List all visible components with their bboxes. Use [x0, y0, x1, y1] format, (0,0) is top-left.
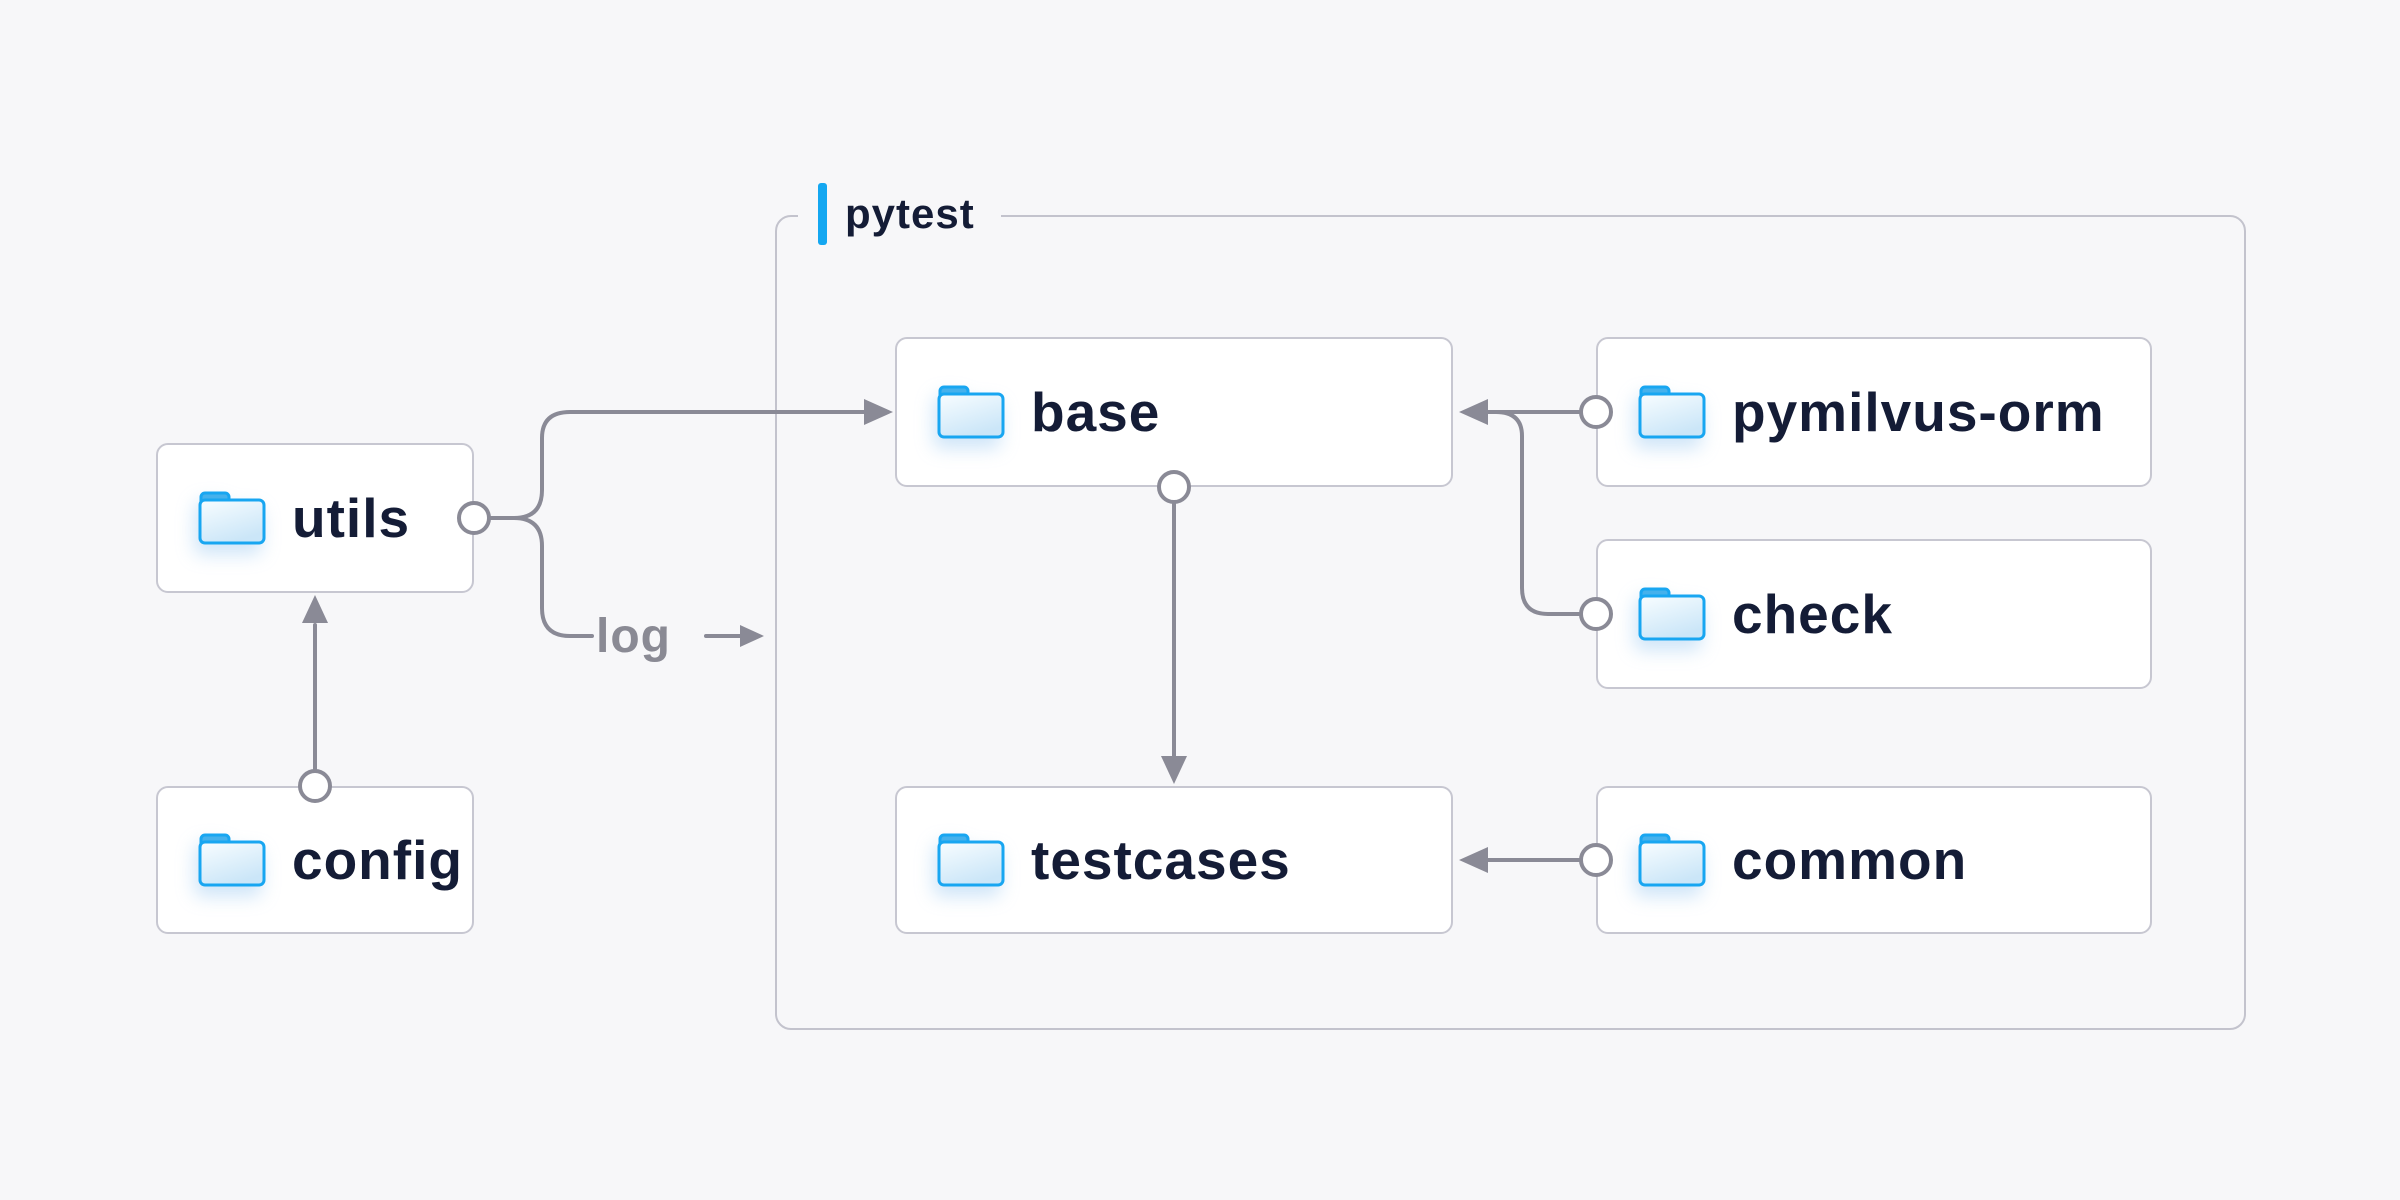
edge-line [512, 516, 594, 638]
folder-node-common: common [1596, 786, 2152, 934]
node-label-utils: utils [292, 487, 411, 549]
folder-body-shape [198, 840, 266, 887]
folder-icon [1638, 833, 1706, 887]
folder-body-shape [198, 498, 266, 545]
node-label-pymilvus-orm: pymilvus-orm [1732, 381, 2105, 443]
folder-icon [937, 833, 1005, 887]
node-label-config: config [292, 829, 463, 891]
folder-icon [1638, 385, 1706, 439]
accent-bar-icon [818, 183, 827, 245]
folder-node-config: config [156, 786, 474, 934]
folder-icon [198, 491, 266, 545]
folder-node-pymilvus-orm: pymilvus-orm [1596, 337, 2152, 487]
group-label-text: pytest [845, 190, 975, 237]
folder-body-shape [937, 392, 1005, 439]
folder-node-check: check [1596, 539, 2152, 689]
folder-node-testcases: testcases [895, 786, 1453, 934]
folder-node-utils: utils [156, 443, 474, 593]
folder-node-base: base [895, 337, 1453, 487]
arrowhead-up-icon [302, 595, 328, 623]
folder-icon [937, 385, 1005, 439]
node-label-testcases: testcases [1031, 829, 1291, 891]
folder-body-shape [1638, 840, 1706, 887]
node-label-base: base [1031, 381, 1161, 443]
folder-icon [198, 833, 266, 887]
pytest-group-container [775, 215, 2246, 1030]
node-label-common: common [1732, 829, 1968, 891]
folder-body-shape [1638, 594, 1706, 641]
log-arrowhead-right-icon [740, 625, 764, 647]
node-label-check: check [1732, 583, 1893, 645]
folder-body-shape [937, 840, 1005, 887]
pytest-group-label: pytest [798, 181, 1001, 247]
log-edge-label: log [596, 609, 671, 663]
edge-config-to-utils [298, 595, 332, 803]
folder-icon [1638, 587, 1706, 641]
folder-body-shape [1638, 392, 1706, 439]
